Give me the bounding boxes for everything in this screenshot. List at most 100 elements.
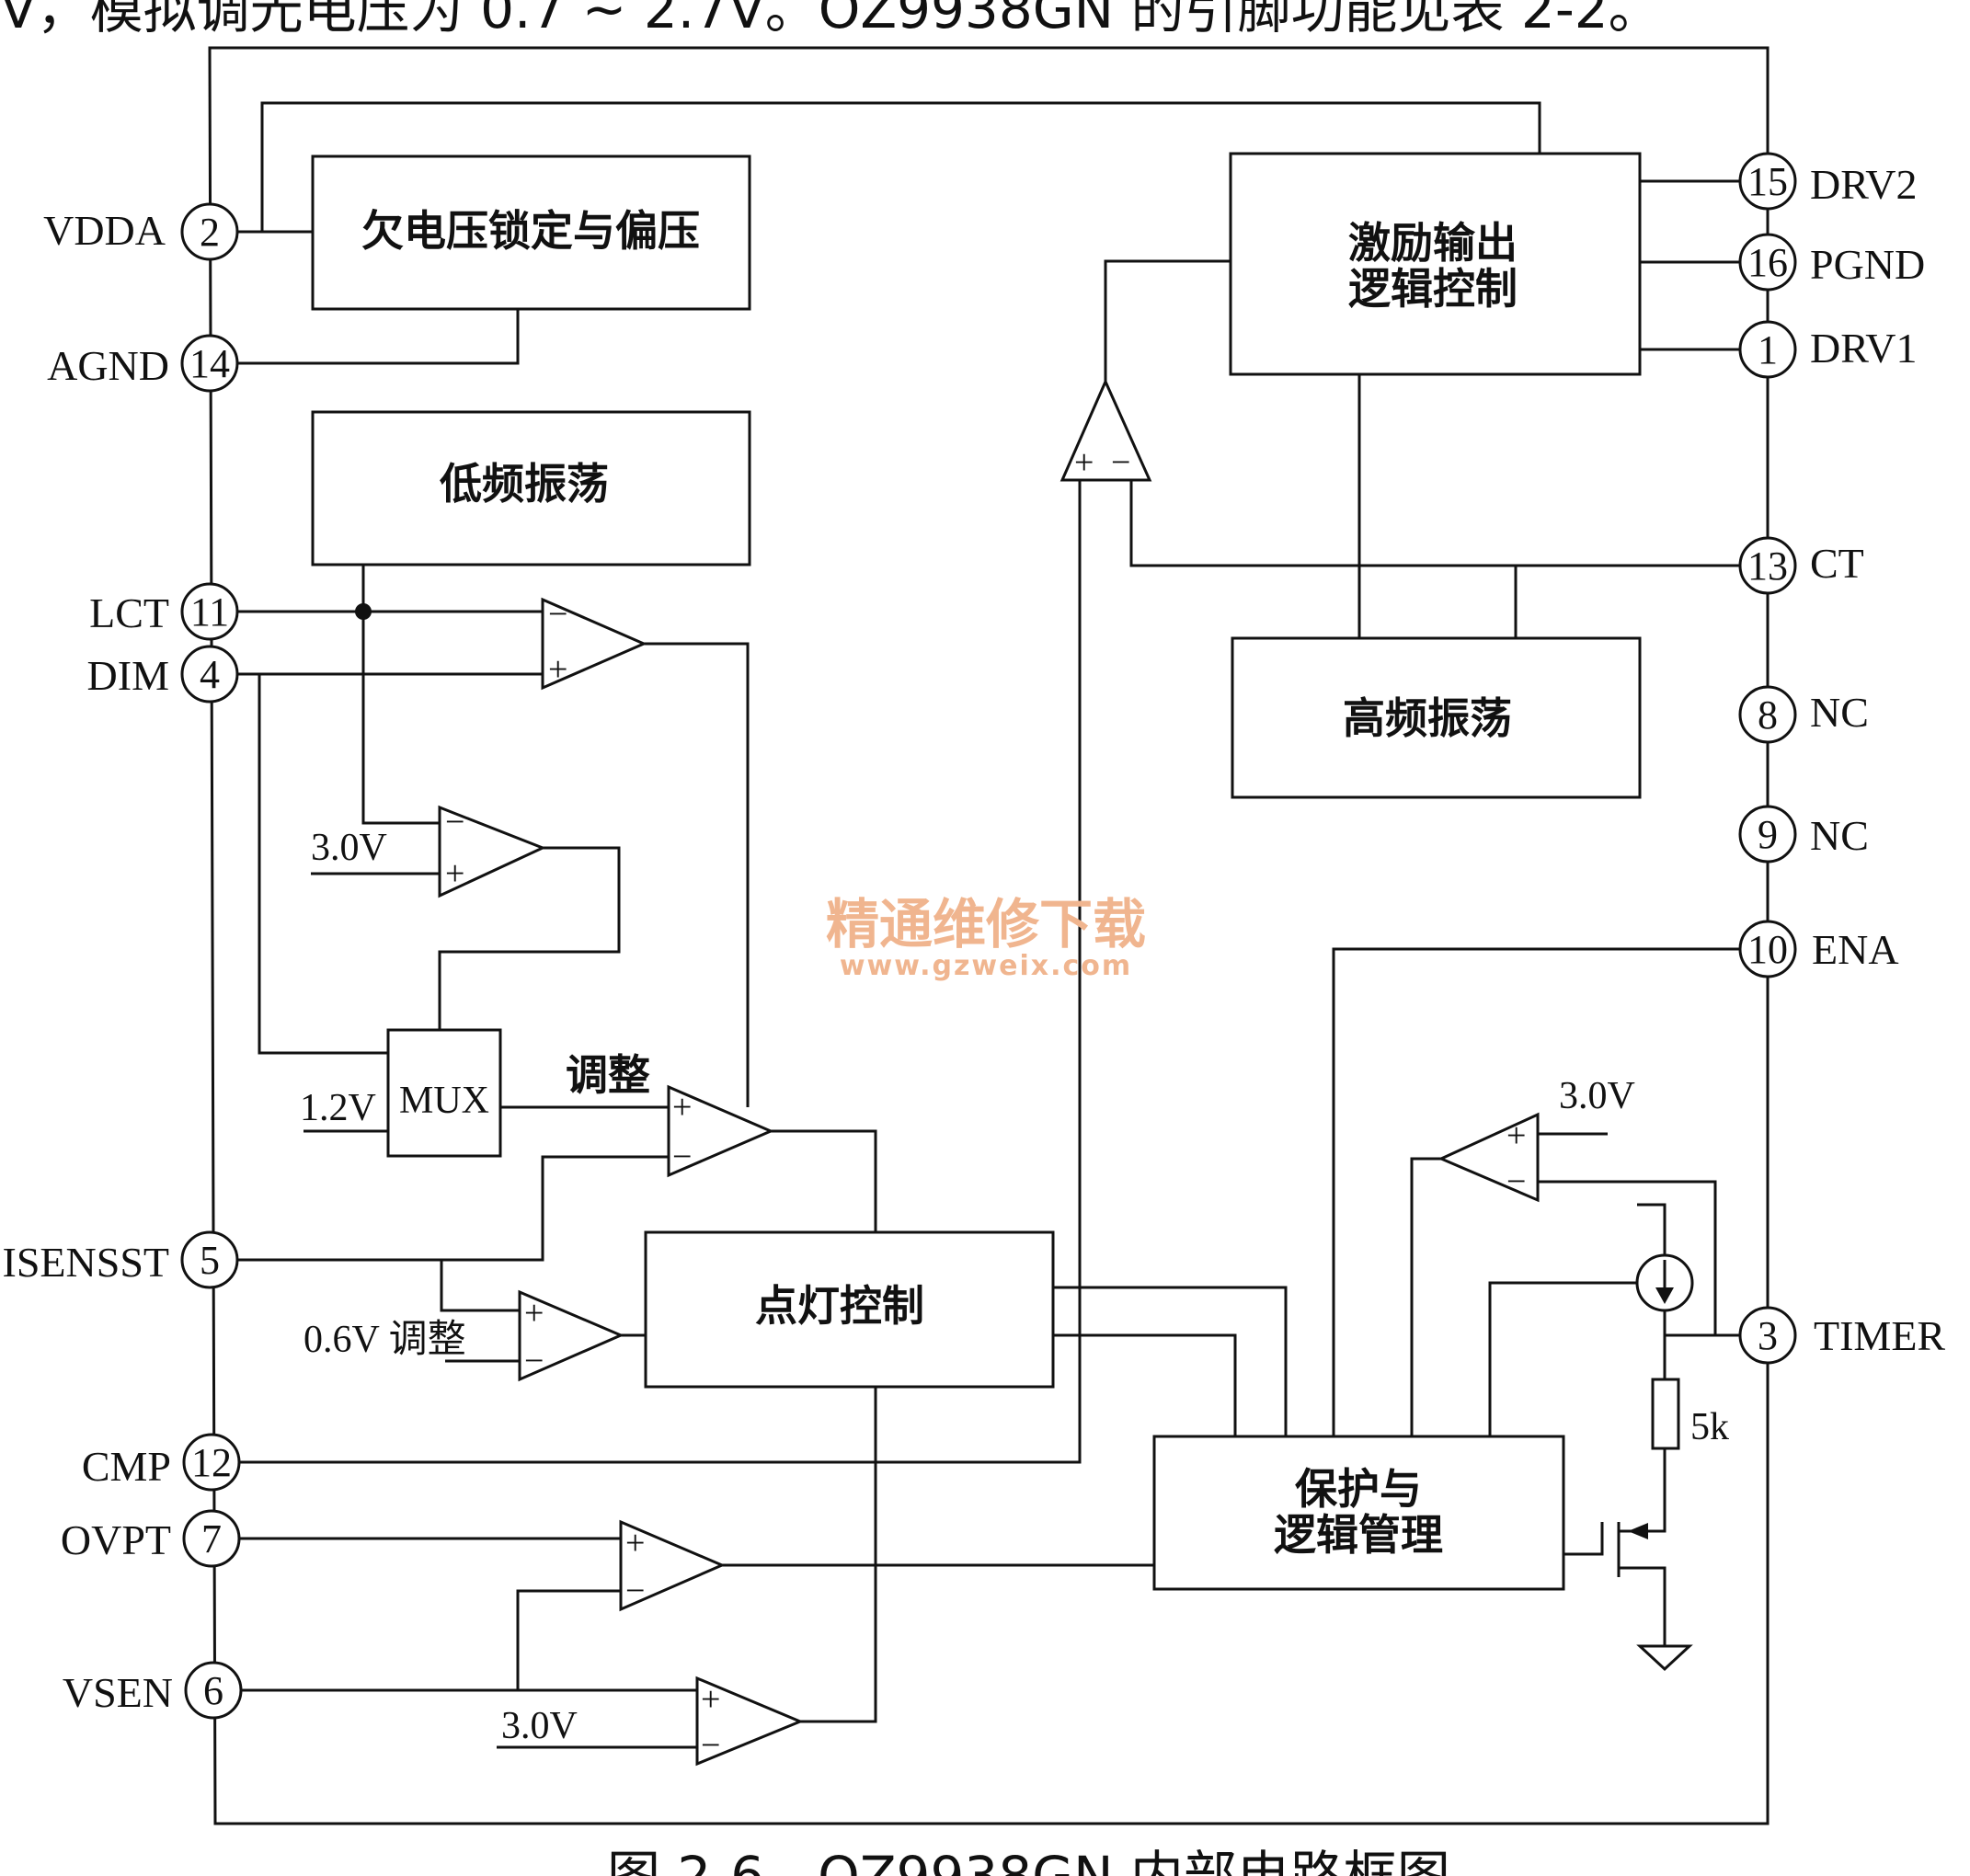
pin-vdda: 2 VDDA <box>43 202 239 261</box>
comparator-ovpt: + − <box>619 1519 726 1612</box>
svg-text:逻辑控制: 逻辑控制 <box>1348 264 1518 314</box>
svg-text:+: + <box>625 1524 645 1562</box>
svg-text:2: 2 <box>200 210 220 255</box>
svg-text:+: + <box>524 1294 544 1333</box>
svg-text:TIMER: TIMER <box>1814 1312 1945 1359</box>
ground-icon <box>1636 1644 1693 1672</box>
pin-drv2: 15 DRV2 <box>1738 152 1917 211</box>
svg-text:高频振荡: 高频振荡 <box>1343 693 1512 743</box>
pin-vsen: 6 VSEN <box>63 1661 243 1720</box>
svg-text:12: 12 <box>191 1440 232 1485</box>
watermark-url: www.gzweix.com <box>840 950 1132 982</box>
svg-text:−: − <box>672 1138 692 1176</box>
pin-lct: 11 LCT <box>89 582 239 641</box>
pin-isensst: 5 ISENSST <box>3 1230 239 1289</box>
svg-text:低频振荡: 低频振荡 <box>440 459 609 509</box>
label-5k: 5k <box>1690 1406 1729 1448</box>
svg-text:VSEN: VSEN <box>63 1669 173 1716</box>
svg-text:LCT: LCT <box>89 589 169 636</box>
block-uvlo-bias: 欠电压锁定与偏压 <box>311 154 751 311</box>
svg-text:+: + <box>701 1680 720 1719</box>
svg-text:NC: NC <box>1810 812 1869 859</box>
pin-ct: 13 CT <box>1738 536 1864 595</box>
comparator-vsen: + − <box>695 1676 804 1767</box>
svg-text:ISENSST: ISENSST <box>3 1239 169 1286</box>
block-mux: MUX <box>386 1028 502 1158</box>
svg-text:16: 16 <box>1747 240 1788 285</box>
svg-text:13: 13 <box>1747 543 1788 589</box>
block-protection-logic: 保护与 逻辑管理 <box>1152 1435 1565 1591</box>
svg-text:6: 6 <box>203 1668 223 1713</box>
svg-text:AGND: AGND <box>47 342 169 389</box>
figure-caption: 图 2-6 OZ9938GN 内部电路框图 <box>607 1845 1450 1876</box>
pin-ena: 10 ENA <box>1738 920 1899 978</box>
svg-text:ENA: ENA <box>1812 926 1899 973</box>
svg-text:欠电压锁定与偏压: 欠电压锁定与偏压 <box>361 206 700 256</box>
svg-text:+: + <box>1506 1116 1526 1155</box>
svg-text:7: 7 <box>201 1516 222 1561</box>
svg-text:DIM: DIM <box>87 652 169 699</box>
resistor-5k <box>1651 1378 1680 1450</box>
svg-text:PGND: PGND <box>1810 241 1925 288</box>
svg-text:−: − <box>701 1726 720 1765</box>
label-3v-a: 3.0V <box>311 827 387 869</box>
svg-text:−: − <box>625 1572 645 1610</box>
label-0v6-adjust: 0.6V 调整 <box>304 1319 466 1361</box>
block-low-freq-osc: 低频振荡 <box>311 410 751 566</box>
svg-text:10: 10 <box>1747 927 1788 972</box>
svg-text:NC: NC <box>1810 689 1869 736</box>
mosfet-arrow <box>1628 1523 1648 1539</box>
pin-nc-8: 8 NC <box>1738 685 1869 744</box>
svg-text:4: 4 <box>200 652 220 697</box>
label-3v-c: 3.0V <box>1559 1075 1635 1117</box>
comparator-pwm: + − <box>1059 378 1152 482</box>
svg-text:1: 1 <box>1758 327 1778 372</box>
label-adjust: 调整 <box>566 1050 650 1100</box>
pin-dim: 4 DIM <box>87 645 239 704</box>
svg-text:+: + <box>672 1088 692 1127</box>
label-3v-b: 3.0V <box>501 1705 578 1747</box>
svg-text:保护与: 保护与 <box>1295 1464 1422 1514</box>
comparator-0v6: + − <box>518 1289 624 1382</box>
svg-text:−: − <box>524 1342 544 1380</box>
svg-text:5: 5 <box>200 1238 220 1283</box>
svg-text:−: − <box>548 595 567 634</box>
svg-text:激励输出: 激励输出 <box>1348 218 1518 268</box>
pin-drv1: 1 DRV1 <box>1738 320 1917 379</box>
svg-text:9: 9 <box>1758 812 1778 857</box>
svg-text:+: + <box>445 854 464 893</box>
svg-text:CMP: CMP <box>82 1443 171 1490</box>
svg-text:VDDA: VDDA <box>43 207 166 254</box>
svg-text:DRV1: DRV1 <box>1810 325 1917 372</box>
comparator-3v-a: − + <box>438 803 546 898</box>
svg-text:8: 8 <box>1758 692 1778 738</box>
pin-cmp: 12 CMP <box>82 1433 241 1492</box>
block-ignition-control: 点灯控制 <box>644 1230 1055 1389</box>
pin-agnd: 14 AGND <box>47 334 239 393</box>
svg-text:+: + <box>1074 443 1094 482</box>
svg-text:DRV2: DRV2 <box>1810 161 1917 208</box>
svg-text:15: 15 <box>1747 159 1788 204</box>
svg-text:点灯控制: 点灯控制 <box>755 1281 924 1331</box>
svg-text:OVPT: OVPT <box>61 1516 171 1563</box>
svg-text:−: − <box>1111 443 1130 482</box>
header-text: V，模拟调光电压为 0.7 ~ 2.7V。OZ9938GN 的引脚功能见表 2-… <box>0 0 1662 40</box>
svg-text:−: − <box>445 803 464 841</box>
pin-timer: 3 TIMER <box>1738 1306 1945 1365</box>
svg-text:14: 14 <box>189 341 230 386</box>
svg-text:+: + <box>548 650 567 689</box>
comparator-dim: − + <box>541 595 647 691</box>
svg-text:逻辑管理: 逻辑管理 <box>1274 1510 1443 1560</box>
label-1v2: 1.2V <box>300 1087 376 1129</box>
svg-text:CT: CT <box>1810 540 1864 587</box>
pin-pgnd: 16 PGND <box>1738 233 1925 292</box>
svg-text:−: − <box>1506 1162 1526 1201</box>
svg-text:3: 3 <box>1758 1313 1778 1358</box>
svg-text:MUX: MUX <box>399 1080 489 1122</box>
pin-nc-9: 9 NC <box>1738 805 1869 864</box>
current-source-icon <box>1635 1253 1694 1312</box>
comparator-timer: + − <box>1437 1112 1540 1203</box>
pin-ovpt: 7 OVPT <box>61 1509 241 1568</box>
watermark-cn: 精通维修下载 <box>826 893 1146 955</box>
